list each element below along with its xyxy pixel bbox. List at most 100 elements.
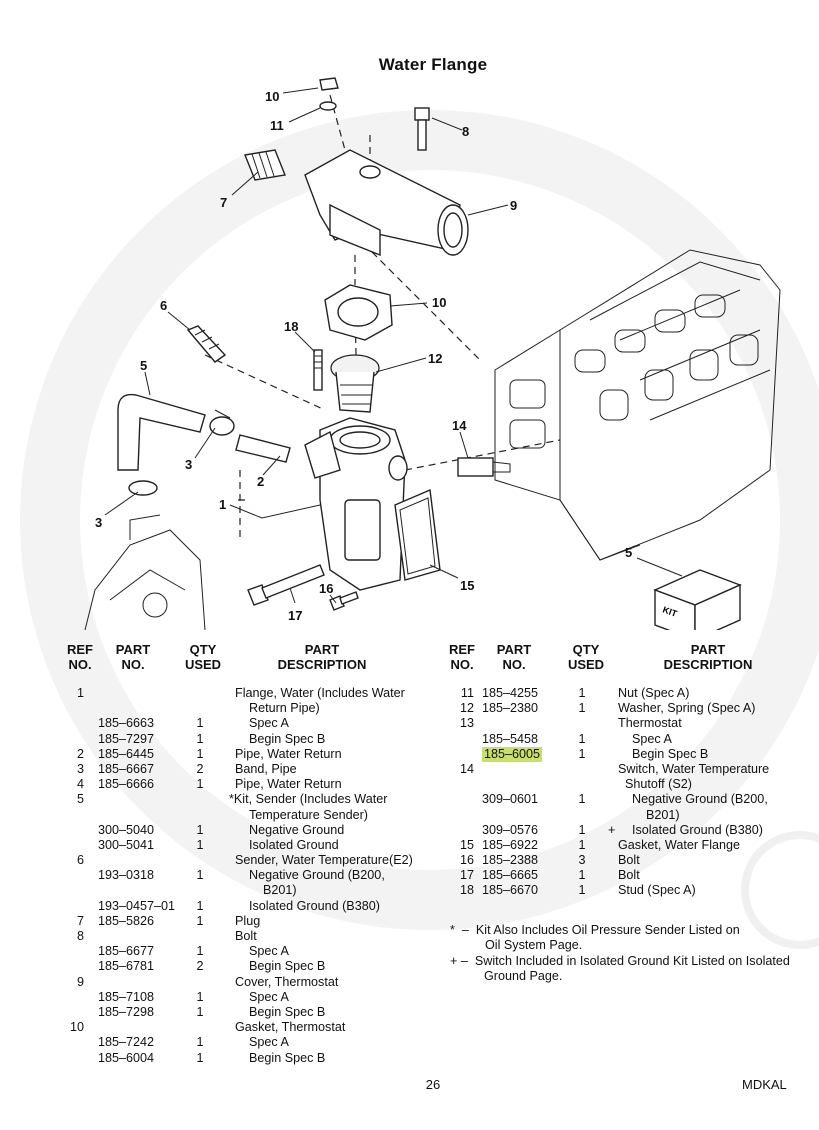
ref-number: 11	[460, 686, 474, 700]
part-description: Sender, Water Temperature(E2)	[235, 853, 413, 868]
quantity: 1	[578, 868, 586, 883]
page-number: 26	[425, 1077, 441, 1092]
part-number: 185–6004	[98, 1050, 155, 1065]
callout-3a: 3	[185, 457, 192, 472]
part-number: 185–5458	[482, 731, 539, 746]
quantity: 1	[578, 837, 586, 852]
note-mark: +	[608, 822, 616, 837]
callout-14: 14	[452, 418, 467, 433]
table-row: Shutoff (S2)	[430, 777, 819, 792]
part-number: 185–7298	[98, 1004, 155, 1019]
quantity: 2	[196, 959, 204, 974]
ref-number: 15	[459, 837, 474, 852]
callout-13: 12	[428, 351, 442, 366]
footnote-kit: * – Kit Also Includes Oil Pressure Sende…	[450, 923, 740, 953]
thermostat-cover	[304, 149, 469, 257]
part-number: 185–6666	[98, 777, 155, 792]
part-number: 300–5041	[98, 837, 155, 852]
part-description: Band, Pipe	[235, 761, 297, 776]
part-description: Begin Spec B	[249, 731, 326, 746]
part-description: Isolated Ground (B380)	[632, 822, 763, 837]
part-number: 185–6665	[482, 868, 539, 883]
quantity: 1	[578, 746, 586, 761]
part-number: 185–6922	[482, 837, 539, 852]
quantity: 1	[196, 1035, 204, 1050]
quantity: 1	[196, 1050, 204, 1065]
callout-5: 5	[625, 545, 632, 560]
engine-block-illustration	[494, 249, 781, 561]
page-title: Water Flange	[378, 55, 488, 74]
quantity: 1	[196, 898, 204, 913]
quantity: 1	[578, 731, 586, 746]
pipe-band	[209, 409, 235, 436]
part-description: Isolated Ground (B380)	[249, 898, 380, 913]
callout-leaders	[104, 87, 683, 604]
part-number: 185–5826	[98, 913, 155, 928]
quantity: 1	[196, 777, 204, 792]
sender-kit-box: KIT	[653, 569, 742, 630]
quantity: 2	[196, 761, 204, 776]
ref-number: 5	[76, 792, 84, 807]
part-number: 185–6663	[98, 716, 155, 731]
part-number: 185–6445	[98, 746, 155, 761]
part-description: Spec A	[249, 944, 289, 959]
callout-7: 7	[220, 195, 227, 210]
part-description: Switch, Water Temperature	[618, 761, 770, 776]
part-number: 185–6670	[482, 883, 539, 898]
part-description: Negative Ground	[249, 822, 345, 837]
exploded-diagram: KIT 10 11 8 7 9 10 12 6 18 5 3 2	[84, 77, 781, 630]
nut-and-washer	[319, 77, 339, 111]
water-return-pipe-2	[235, 434, 291, 463]
footnote-switch: + – Switch Included in Isolated Ground K…	[450, 954, 790, 984]
quantity: 1	[196, 944, 204, 959]
quantity: 1	[196, 1004, 204, 1019]
part-description: Flange, Water (Includes Water	[235, 686, 405, 700]
part-description: Gasket, Water Flange	[618, 837, 741, 852]
part-description: Pipe, Water Return	[235, 746, 342, 761]
part-description: Begin Spec B	[249, 959, 326, 974]
quantity: 1	[196, 822, 204, 837]
part-number: 185–2388	[482, 853, 539, 868]
callout-17: 17	[288, 608, 302, 623]
callout-16: 16	[319, 581, 333, 596]
plug	[244, 149, 286, 181]
ref-number: 16	[459, 853, 474, 868]
quantity: 1	[196, 837, 204, 852]
part-number: 309–0576	[482, 822, 539, 837]
ref-number: 4	[76, 777, 84, 792]
part-description: Stud (Spec A)	[618, 883, 696, 898]
part-number: 185–7297	[98, 731, 155, 746]
callout-6: 6	[160, 298, 167, 313]
table-row: Return Pipe)	[0, 701, 430, 716]
quantity: 1	[196, 716, 204, 731]
part-description: Begin Spec B	[632, 746, 709, 761]
pipe-band-lower	[128, 480, 158, 496]
quantity: 1	[196, 989, 204, 1004]
part-number: 185–4255	[482, 686, 539, 700]
part-number: 185–2380	[482, 701, 539, 716]
ref-number: 8	[76, 929, 84, 943]
